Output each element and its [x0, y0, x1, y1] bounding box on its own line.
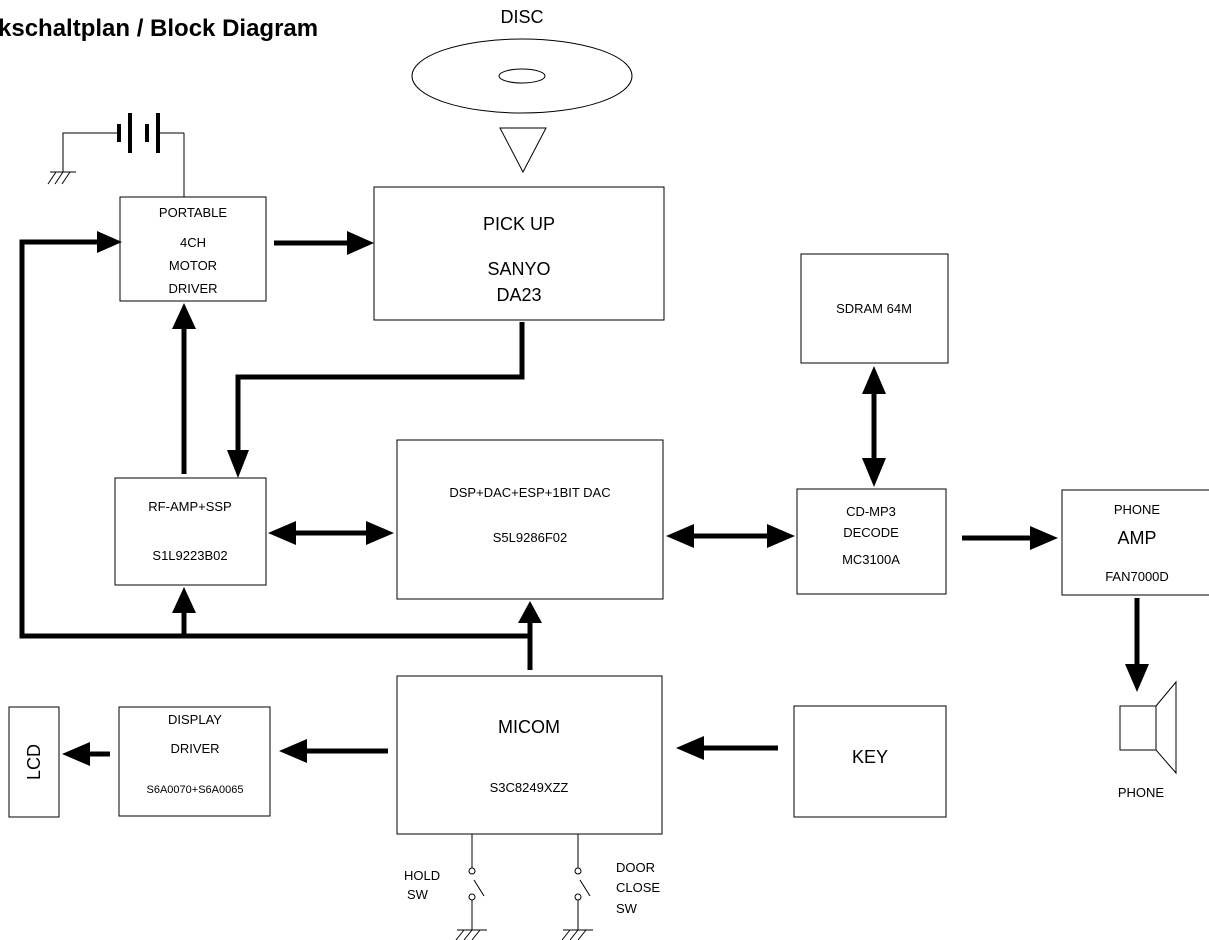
svg-text:PORTABLE: PORTABLE [159, 205, 227, 220]
hold-switch-label-2: SW [407, 887, 429, 902]
door-close-switch-icon [561, 834, 593, 940]
svg-text:SANYO: SANYO [487, 259, 550, 279]
battery-icon [62, 113, 185, 197]
door-switch-label: DOOR [616, 860, 655, 875]
svg-text:DSP+DAC+ESP+1BIT DAC: DSP+DAC+ESP+1BIT DAC [449, 485, 610, 500]
portable-motor-driver-block: PORTABLE 4CH MOTOR DRIVER [119, 196, 267, 302]
door-switch-label-3: SW [616, 901, 638, 916]
svg-text:CD-MP3: CD-MP3 [846, 504, 896, 519]
svg-text:SDRAM 64M: SDRAM 64M [836, 301, 912, 316]
phone-amp-block: PHONE AMP FAN7000D [1061, 489, 1209, 596]
pickup-block: PICK UP SANYO DA23 [373, 186, 665, 321]
rf-amp-block: RF-AMP+SSP S1L9223B02 [114, 477, 267, 586]
sdram-block: SDRAM 64M [800, 253, 949, 364]
svg-text:DISPLAY: DISPLAY [168, 712, 222, 727]
svg-text:RF-AMP+SSP: RF-AMP+SSP [148, 499, 231, 514]
svg-text:DRIVER: DRIVER [168, 281, 217, 296]
micom-block: MICOM S3C8249XZZ [396, 675, 663, 835]
svg-text:KEY: KEY [852, 747, 888, 767]
display-driver-block: DISPLAY DRIVER S6A0070+S6A0065 [118, 706, 271, 817]
arrow-heads [62, 231, 1149, 766]
speaker-icon [1119, 680, 1177, 775]
cd-mp3-decode-block: CD-MP3 DECODE MC3100A [796, 488, 947, 595]
svg-text:S5L9286F02: S5L9286F02 [493, 530, 567, 545]
svg-text:4CH: 4CH [180, 235, 206, 250]
svg-text:S1L9223B02: S1L9223B02 [152, 548, 227, 563]
svg-text:AMP: AMP [1117, 528, 1156, 548]
signal-wires [19, 239, 1140, 757]
svg-text:DRIVER: DRIVER [170, 741, 219, 756]
door-switch-label-2: CLOSE [616, 880, 660, 895]
svg-text:DA23: DA23 [496, 285, 541, 305]
svg-text:MICOM: MICOM [498, 717, 560, 737]
diagram-title: kschaltplan / Block Diagram [0, 15, 318, 42]
key-block: KEY [793, 705, 947, 818]
svg-text:S6A0070+S6A0065: S6A0070+S6A0065 [147, 784, 244, 796]
svg-text:LCD: LCD [24, 744, 44, 780]
lcd-block: LCD [8, 706, 60, 818]
svg-text:FAN7000D: FAN7000D [1105, 569, 1169, 584]
svg-text:PHONE: PHONE [1114, 502, 1161, 517]
svg-text:MOTOR: MOTOR [169, 258, 217, 273]
speaker-label: PHONE [1118, 785, 1165, 800]
hold-switch-label: HOLD [404, 868, 440, 883]
svg-text:DECODE: DECODE [843, 525, 899, 540]
svg-text:S3C8249XZZ: S3C8249XZZ [490, 780, 569, 795]
ground-icon [47, 171, 76, 185]
hold-switch-icon [455, 834, 487, 940]
svg-text:MC3100A: MC3100A [842, 552, 900, 567]
disc-label: DISC [500, 7, 543, 27]
pickup-beam-icon [499, 127, 547, 174]
disc-icon [411, 38, 633, 114]
dsp-block: DSP+DAC+ESP+1BIT DAC S5L9286F02 [396, 439, 664, 600]
svg-text:PICK UP: PICK UP [483, 214, 555, 234]
